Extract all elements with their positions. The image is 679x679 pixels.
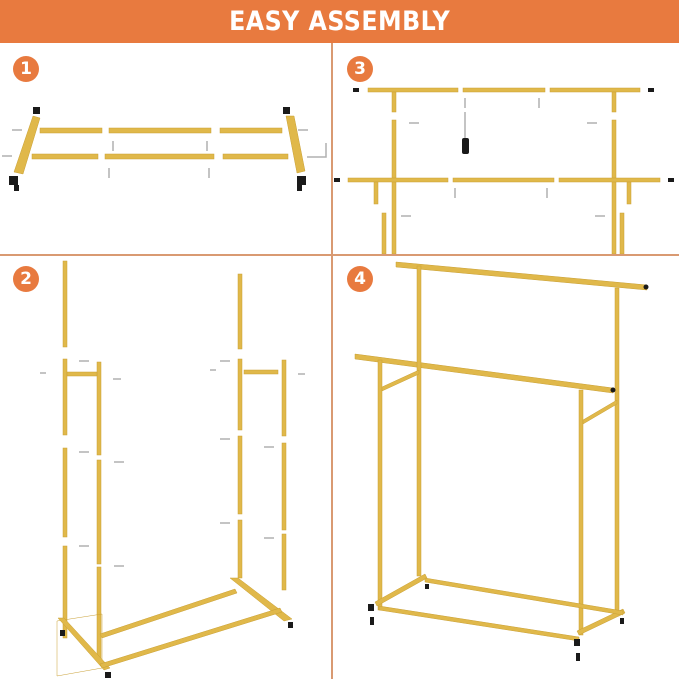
step-badge: 1 [13, 56, 39, 82]
step-badge: 2 [13, 266, 39, 292]
header-banner: EASY ASSEMBLY [0, 0, 679, 43]
horizontal-divider [0, 254, 679, 256]
step-badge: 4 [347, 266, 373, 292]
step-1-panel: 1 [0, 45, 331, 254]
upright-assembly-illustration [40, 260, 305, 678]
vertical-divider [331, 43, 333, 679]
step-4-panel: 4 [333, 256, 679, 679]
base-assembly-illustration [2, 107, 327, 191]
step-2-panel: 2 [0, 256, 331, 679]
step-badge: 3 [347, 56, 373, 82]
page-title: EASY ASSEMBLY [228, 6, 451, 37]
step-3-panel: 3 [333, 45, 679, 254]
top-rail-assembly-illustration [334, 87, 674, 254]
completed-rack-illustration [354, 261, 649, 661]
